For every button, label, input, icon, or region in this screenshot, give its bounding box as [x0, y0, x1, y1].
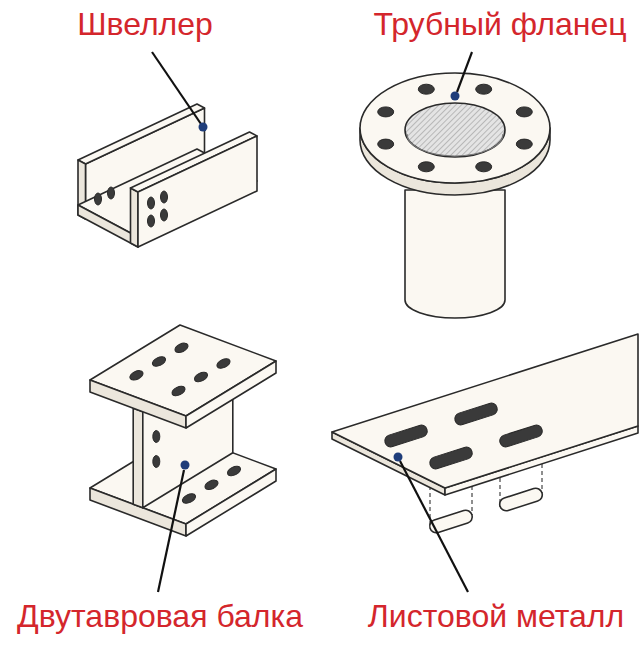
ibeam-drawing-part: [153, 456, 160, 468]
ibeam-drawing-part: [173, 341, 189, 354]
flange-drawing-part: [405, 190, 505, 318]
ibeam-drawing-part: [90, 380, 186, 428]
channel-drawing-part: [138, 136, 257, 247]
part-label: Трубный фланец: [370, 6, 629, 43]
leader-lines-part: [199, 123, 208, 132]
channel-drawing-part: [148, 197, 155, 209]
flange-drawing-part: [476, 84, 492, 94]
channel-drawing-part: [131, 188, 139, 247]
flange-drawing: [360, 73, 550, 318]
ibeam-drawing-part: [215, 357, 231, 370]
ibeam-drawing-part: [203, 478, 219, 491]
sheet-drawing-part: [453, 402, 499, 427]
ibeam-drawing: [90, 325, 276, 536]
flange-drawing-part: [476, 162, 492, 172]
leader-lines: [152, 52, 472, 592]
ibeam-drawing-part: [128, 369, 144, 382]
ibeam-drawing-part: [170, 384, 186, 397]
leader-lines-part: [158, 470, 184, 592]
flange-drawing-part: [378, 107, 394, 117]
part-label: Швеллер: [74, 6, 216, 43]
leader-lines-part: [400, 461, 468, 592]
sheet-drawing-part: [498, 487, 544, 513]
part-label: Листовой металл: [365, 598, 627, 635]
leader-lines-part: [394, 453, 403, 462]
sheet-drawing-part: [383, 424, 429, 449]
channel-drawing-part: [78, 205, 138, 247]
channel-drawing: [78, 104, 257, 247]
leader-lines-part: [457, 52, 472, 92]
flange-drawing-part: [407, 134, 503, 156]
ibeam-drawing-part: [226, 464, 242, 477]
sheet-drawing: [332, 334, 638, 534]
ibeam-drawing-part: [133, 408, 143, 508]
sheet-drawing-part: [498, 424, 544, 449]
flange-drawing-part: [360, 73, 550, 183]
sheet-drawing-part: [428, 446, 474, 471]
part-label: Двутавровая балка: [14, 598, 306, 635]
ibeam-drawing-part: [151, 355, 167, 368]
flange-drawing-part: [378, 139, 394, 149]
ibeam-drawing-part: [153, 431, 160, 443]
leader-lines-part: [152, 52, 201, 124]
ibeam-drawing-part: [181, 492, 197, 505]
sheet-drawing-part: [332, 334, 638, 488]
channel-drawing-part: [161, 209, 168, 221]
ibeam-drawing-part: [186, 361, 276, 428]
ibeam-drawing-part: [193, 370, 209, 383]
flange-drawing-part: [516, 139, 532, 149]
channel-drawing-part: [95, 193, 102, 205]
flange-drawing-part: [418, 162, 434, 172]
flange-drawing-part: [516, 107, 532, 117]
channel-drawing-part: [148, 215, 155, 227]
flange-drawing-part: [418, 84, 434, 94]
flange-drawing-part: [405, 103, 505, 157]
leader-lines-part: [451, 92, 460, 101]
channel-drawing-part: [108, 187, 115, 199]
ibeam-drawing-part: [186, 469, 276, 536]
channel-drawing-part: [161, 191, 168, 203]
leader-lines-part: [181, 461, 190, 470]
